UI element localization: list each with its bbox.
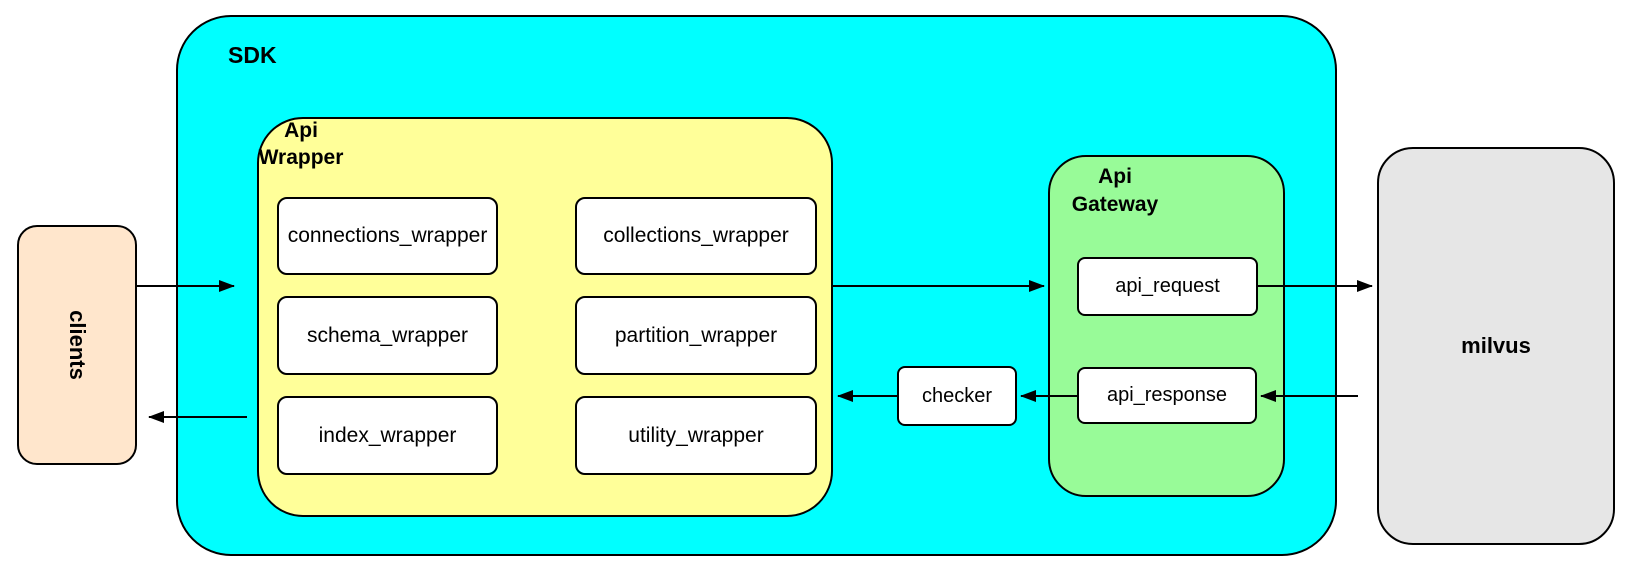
index-wrapper-node: index_wrapper — [277, 396, 498, 475]
collections-wrapper-node: collections_wrapper — [575, 197, 817, 275]
partition-wrapper-node: partition_wrapper — [575, 296, 817, 375]
api-gateway-container — [1048, 155, 1285, 497]
clients-label: clients — [64, 310, 90, 380]
clients-node: clients — [17, 225, 137, 465]
sdk-label: SDK — [228, 42, 277, 68]
schema-wrapper-node: schema_wrapper — [277, 296, 498, 375]
api-wrapper-label: Api Wrapper — [258, 119, 344, 169]
utility-wrapper-node: utility_wrapper — [575, 396, 817, 475]
milvus-node: milvus — [1377, 147, 1615, 545]
milvus-label: milvus — [1461, 333, 1531, 358]
api-response-node: api_response — [1077, 367, 1257, 424]
checker-node: checker — [897, 366, 1017, 426]
connections-wrapper-node: connections_wrapper — [277, 197, 498, 275]
api-request-node: api_request — [1077, 257, 1258, 316]
api-gateway-label: Api Gateway — [1071, 165, 1159, 216]
